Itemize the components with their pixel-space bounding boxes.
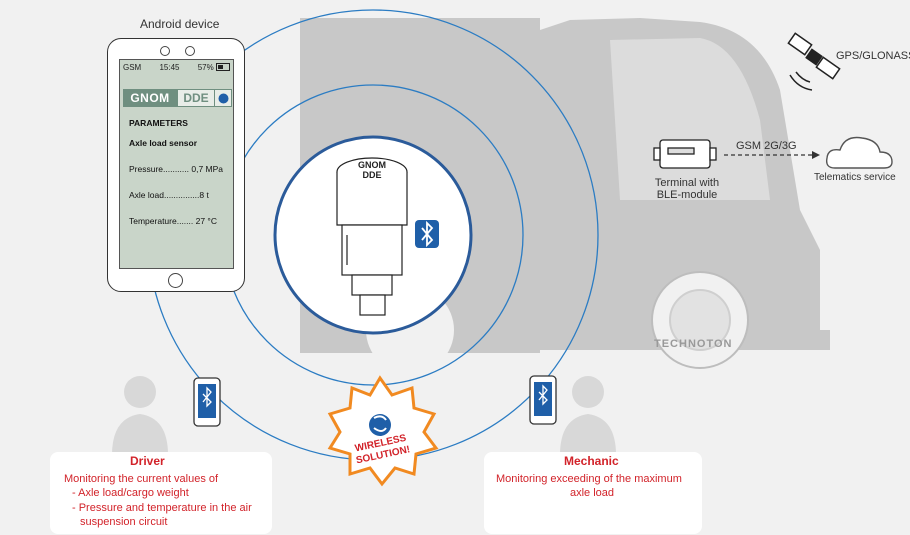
camera-icon	[160, 46, 170, 56]
gnom-dde-logo: GNOM DDE	[123, 89, 232, 107]
mechanic-phone-icon	[529, 375, 557, 425]
android-phone: GSM 15:45 57% GNOM DDE PARAMETERS Axle l…	[107, 38, 245, 292]
phone-screen: GSM 15:45 57% GNOM DDE PARAMETERS Axle l…	[119, 59, 234, 269]
driver-figure	[112, 376, 168, 455]
driver-line-4: suspension circuit	[80, 516, 168, 528]
driver-title: Driver	[130, 454, 165, 468]
status-bar: GSM 15:45 57%	[120, 60, 233, 74]
terminal-label-line2: BLE-module	[656, 189, 718, 201]
sensor-name: Axle load sensor	[129, 138, 198, 148]
arrow-head	[812, 151, 820, 159]
bluetooth-icon-sensor	[415, 220, 439, 248]
driver-line-2: - Axle load/cargo weight	[72, 487, 189, 499]
sensor-cap-text: GNOM DDE	[352, 160, 392, 180]
driver-callout: Driver Monitoring the current values of …	[50, 452, 272, 534]
gsm-label: GSM 2G/3G	[736, 140, 797, 152]
axle-load-sensor	[336, 157, 408, 316]
status-time: 15:45	[159, 62, 180, 72]
gps-label: GPS/GLONASS	[836, 50, 910, 62]
driver-phone-icon	[193, 377, 221, 427]
terminal-label-line1: Terminal with	[654, 177, 720, 189]
sensor-cap-line2: DDE	[362, 170, 382, 180]
terminal-icon	[653, 139, 717, 169]
sensor-dot-icon	[185, 46, 195, 56]
wheel-hub	[669, 289, 731, 351]
truck-window	[610, 38, 770, 200]
battery-level: 57%	[198, 63, 230, 72]
android-device-label: Android device	[140, 17, 220, 31]
sensor-cap-line1: GNOM	[358, 160, 386, 170]
telematics-label: Telematics service	[814, 172, 896, 183]
network-label: GSM	[123, 62, 142, 72]
mechanic-line-2: axle load	[570, 487, 615, 499]
brand-dde: DDE	[177, 89, 215, 107]
brand-logo-icon	[215, 89, 232, 107]
mechanic-figure	[560, 376, 616, 455]
mechanic-title: Mechanic	[564, 454, 619, 468]
param-axle-load: Axle load...............8 t	[129, 190, 209, 200]
home-button	[168, 273, 183, 288]
param-pressure: Pressure........... 0,7 MPa	[129, 164, 224, 174]
param-temperature: Temperature....... 27 °C	[129, 216, 217, 226]
driver-line-3: - Pressure and temperature in the air	[72, 502, 252, 514]
cloud-icon	[825, 136, 893, 169]
terminal-label: Terminal with BLE-module	[654, 177, 720, 201]
parameters-heading: PARAMETERS	[129, 118, 188, 128]
mechanic-line-1: Monitoring exceeding of the maximum	[496, 473, 682, 485]
driver-line-1: Monitoring the current values of	[64, 473, 219, 485]
brand-gnom: GNOM	[123, 89, 177, 107]
technoton-watermark: TECHNOTON	[654, 338, 733, 350]
satellite-icon	[787, 32, 841, 91]
battery-icon	[215, 63, 230, 72]
mechanic-callout: Mechanic Monitoring exceeding of the max…	[484, 452, 702, 534]
